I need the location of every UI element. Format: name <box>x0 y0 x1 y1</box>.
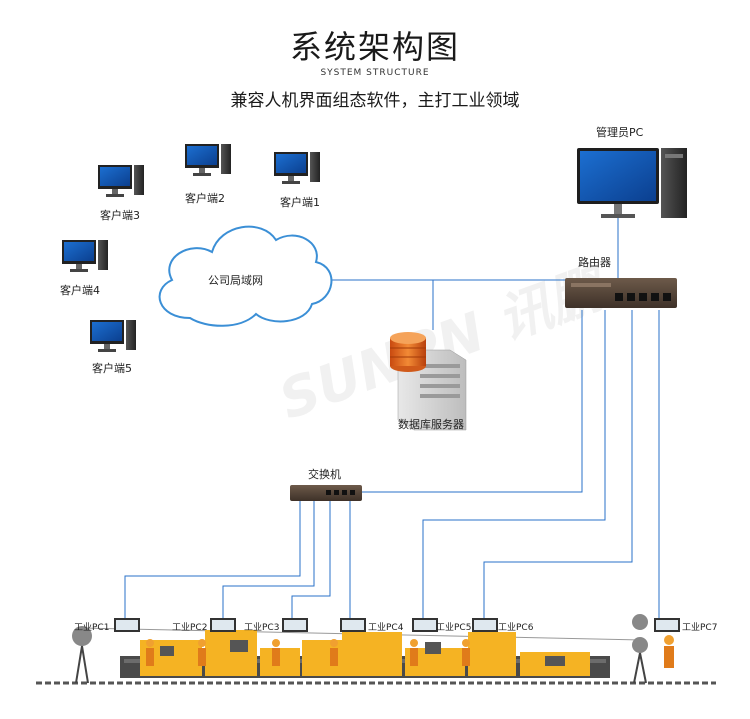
production-line <box>36 614 716 685</box>
industrial-pc-icon <box>114 618 140 632</box>
industrial-pc-label-4: 工业PC4 <box>368 623 404 633</box>
industrial-pc-label-5: 工业PC5 <box>436 623 472 633</box>
client-label-1: 客户端1 <box>280 196 320 209</box>
network-links <box>124 218 660 620</box>
client-pc-icon <box>62 240 108 272</box>
switch-label: 交换机 <box>308 468 341 481</box>
database-server-icon <box>390 332 467 431</box>
link-switch-pc3 <box>291 500 331 620</box>
diagram-subtitle: 兼容人机界面组态软件，主打工业领域 <box>230 91 520 111</box>
router-icon <box>565 278 677 308</box>
cloud-label: 公司局域网 <box>208 274 263 287</box>
industrial-pc-label-3: 工业PC3 <box>244 623 280 633</box>
switch-icon <box>290 485 362 501</box>
admin-pc-label: 管理员PC <box>596 126 644 139</box>
client-pc-icon <box>98 165 144 197</box>
industrial-pc-icon <box>210 618 236 632</box>
industrial-pc-icon <box>472 618 498 632</box>
industrial-pc-label-7: 工业PC7 <box>682 623 718 633</box>
db-server-label: 数据库服务器 <box>398 418 464 431</box>
lan-cloud <box>158 225 333 327</box>
client-pc-icon <box>90 320 136 352</box>
industrial-pc-icon <box>412 618 438 632</box>
client-label-4: 客户端4 <box>60 284 100 297</box>
industrial-pc-label-6: 工业PC6 <box>498 623 534 633</box>
industrial-pc-icon <box>282 618 308 632</box>
client-label-3: 客户端3 <box>100 209 140 222</box>
admin-pc-icon <box>577 148 687 218</box>
link-router-pc5 <box>422 310 606 620</box>
client-pc-icon <box>185 144 231 176</box>
diagram-title: 系统架构图 <box>289 28 460 66</box>
industrial-pc-label-1: 工业PC1 <box>74 623 110 633</box>
client-label-5: 客户端5 <box>92 362 132 375</box>
industrial-pc-label-2: 工业PC2 <box>172 623 208 633</box>
industrial-pc-icon <box>654 618 680 632</box>
link-router-pc6 <box>483 310 633 620</box>
router-label: 路由器 <box>578 256 611 269</box>
industrial-pc-icon <box>340 618 366 632</box>
link-router-switch <box>360 310 583 493</box>
diagram-subtitle-en: SYSTEM STRUCTURE <box>320 68 430 78</box>
link-switch-pc1 <box>124 500 301 620</box>
client-pc-icon <box>274 152 320 184</box>
link-switch-pc2 <box>222 500 315 620</box>
client-label-2: 客户端2 <box>185 192 225 205</box>
